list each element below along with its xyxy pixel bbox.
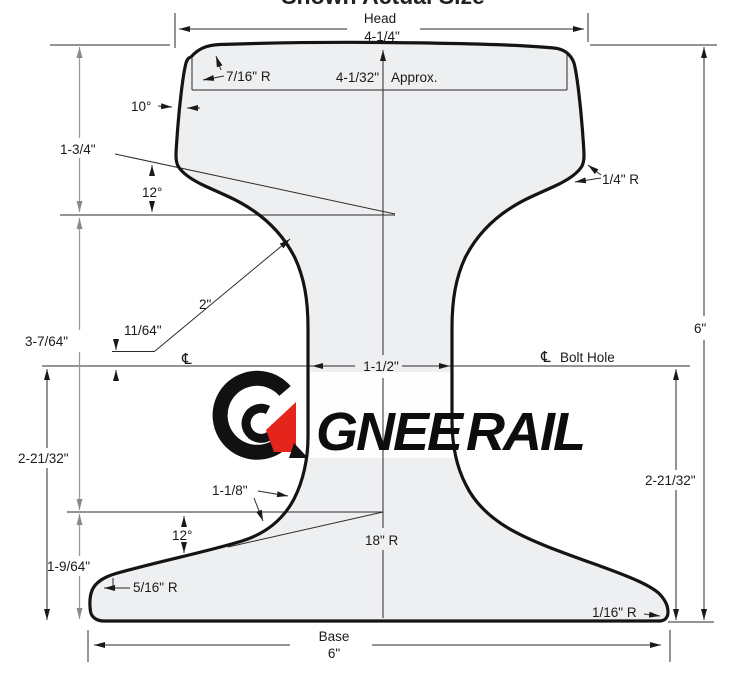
rail-profile-outline: [88, 40, 670, 623]
label-base-fillet-radius: 1-1/8": [212, 483, 248, 498]
label-web-width: 1-1/2": [363, 359, 399, 374]
head-side-radius-leader-side: [574, 177, 602, 184]
label-lower-left-height: 2-21/32": [18, 451, 69, 466]
label-web-height: 3-7/64": [25, 334, 68, 349]
dimension-labels: Shown Actual Size Head 4-1/4" 7/16" R 4-…: [18, 0, 707, 661]
base-width-extension-lines: [87, 630, 671, 662]
label-bolt-hole: Bolt Hole: [560, 350, 615, 365]
label-bolt-hole-cl-symbol: ℄: [540, 349, 551, 366]
reference-lines: [42, 13, 717, 662]
label-base-depth: 1-9/64": [47, 559, 90, 574]
angle-head-side-arrow-outer: [157, 103, 173, 110]
label-base-tip-radius: 5/16" R: [133, 580, 178, 595]
base-top-slope-line: [227, 511, 384, 548]
label-base-width: 6": [328, 646, 341, 661]
logo-text-rail: RAIL: [466, 402, 584, 462]
head-corner-radius-leader-up: [215, 55, 223, 71]
cut-off-title: Shown Actual Size: [281, 0, 485, 9]
web-fillet-radius-leader: [154, 238, 291, 352]
label-head-width: 4-1/4": [364, 29, 400, 44]
gnee-rail-logo: GNEE RAIL: [212, 370, 586, 462]
label-approx: Approx.: [391, 70, 438, 85]
label-base-curve-radius: 18" R: [365, 533, 399, 548]
rail-profile-fill: [89, 42, 668, 622]
logo-text-gnee: GNEE: [316, 402, 465, 462]
label-angle-head-side: 10°: [131, 99, 151, 114]
label-head-depth: 1-3/4": [60, 142, 96, 157]
label-total-height: 6": [694, 321, 707, 336]
label-lower-right-height: 2-21/32": [645, 473, 696, 488]
label-base: Base: [319, 629, 350, 644]
head-width-extension-lines: [174, 13, 589, 48]
label-web-fillet-radius: 2": [199, 297, 212, 312]
head-gauge-box-lines: [191, 52, 568, 91]
logo-red-mark: [266, 402, 296, 452]
base-fillet-leader-right: [257, 490, 289, 498]
label-angle-base-top: 12°: [172, 528, 192, 543]
head-side-radius-leader-up: [587, 164, 602, 176]
dimension-arrows: [44, 26, 707, 648]
label-web-offset: 11/64": [124, 323, 162, 338]
label-centerline-symbol: ℄: [181, 351, 192, 368]
logo-backing: [310, 372, 590, 458]
base-edge-radius-leader: [643, 611, 661, 618]
label-head-corner-radius: 7/16" R: [226, 69, 271, 84]
label-head: Head: [364, 11, 396, 26]
logo-g-mark: [212, 370, 296, 460]
label-head-top-width: 4-1/32": [336, 70, 379, 85]
head-underside-slope-line: [114, 153, 396, 215]
logo-black-tail: [289, 443, 308, 458]
base-fillet-leader-down: [253, 497, 264, 522]
label-angle-head-underside: 12°: [142, 185, 162, 200]
head-corner-radius-leader-side: [202, 74, 225, 81]
label-head-side-radius: 1/4" R: [602, 172, 639, 187]
label-base-edge-radius: 1/16" R: [592, 605, 637, 620]
